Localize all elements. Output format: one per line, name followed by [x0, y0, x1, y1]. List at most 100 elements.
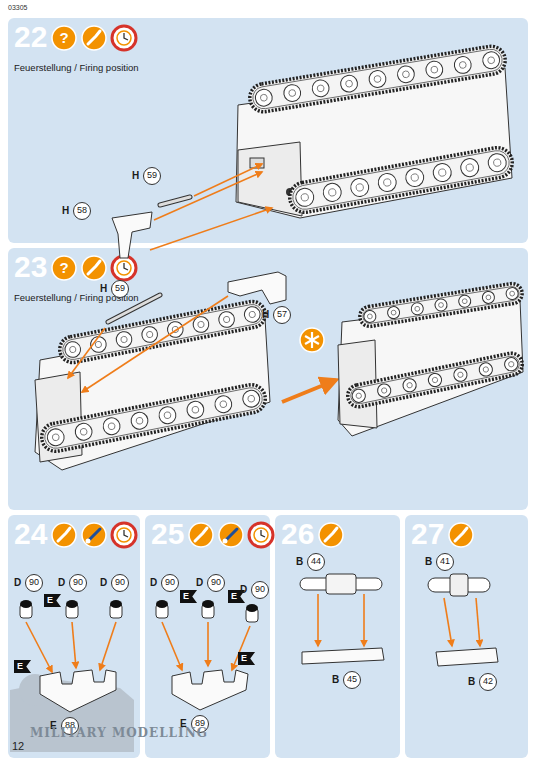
twin-cylinder-part	[450, 574, 468, 596]
glue-icon	[82, 256, 106, 280]
step-panel	[145, 515, 270, 758]
part-sprue-letter: D	[240, 584, 247, 596]
step-panel	[8, 515, 140, 758]
brush-icon	[219, 523, 243, 547]
brush-icon	[82, 523, 106, 547]
step-number: 26	[281, 517, 314, 551]
bar-part	[302, 648, 384, 664]
bracket-part	[40, 670, 116, 712]
callout-number: 59	[111, 280, 129, 298]
assembly-arrow	[100, 622, 116, 670]
callout-number: 42	[479, 673, 497, 691]
spade-part	[228, 272, 286, 304]
step-panel: 27	[405, 515, 528, 758]
clock-icon	[112, 256, 136, 280]
part-sprue-letter: D	[14, 577, 21, 589]
spade-part	[112, 212, 152, 258]
cylinder-part	[66, 600, 78, 618]
assembly-arrow	[207, 622, 209, 666]
part-sprue-letter: B	[332, 674, 339, 686]
clock-icon	[249, 523, 273, 547]
help-icon-mark: ?	[52, 256, 76, 280]
q-icon	[52, 26, 76, 50]
part-sprue-letter: B	[468, 676, 475, 688]
step-panel	[275, 515, 400, 758]
cylinder-part	[110, 600, 122, 618]
track	[248, 44, 508, 114]
part-sprue-letter: D	[58, 577, 65, 589]
help-icon-mark: ?	[52, 26, 76, 50]
track	[346, 351, 524, 409]
clock-icon	[112, 26, 136, 50]
callout-number: 90	[161, 574, 179, 592]
track	[58, 299, 268, 365]
part-sprue-letter: B	[425, 556, 432, 568]
assembly-arrow	[82, 296, 228, 392]
assembly-arrow	[476, 598, 480, 646]
asterisk-icon	[305, 336, 319, 344]
q-icon	[52, 256, 76, 280]
watermark: MILITARY MODELLING	[30, 726, 208, 740]
assembly-arrow	[317, 594, 319, 646]
callout-number: 41	[436, 553, 454, 571]
step-panel: 23Feuerstellung / Firing position	[8, 248, 528, 510]
clock-icon	[112, 523, 136, 547]
step-panel	[405, 515, 528, 758]
step-number: 27	[411, 517, 444, 551]
assembly-arrow	[154, 172, 262, 220]
cylinder-part	[156, 600, 168, 618]
glue-icon	[189, 523, 213, 547]
step-heading: Feuerstellung / Firing position	[14, 62, 522, 73]
bracket-part	[172, 670, 248, 710]
part-sprue-letter: H	[132, 170, 139, 182]
assembly-arrow	[282, 380, 336, 402]
callout-number: 58	[73, 202, 91, 220]
page-number: 12	[12, 740, 24, 752]
part-sprue-letter: B	[296, 556, 303, 568]
asterisk-icon	[300, 328, 324, 352]
track	[287, 145, 514, 215]
assembly-arrow	[194, 164, 262, 196]
part-sprue-letter: H	[100, 283, 107, 295]
assembly-arrow	[162, 622, 182, 670]
glue-icon	[319, 523, 343, 547]
mount-part	[436, 648, 498, 666]
article-number: 03305	[8, 4, 27, 11]
assembly-arrow	[68, 328, 105, 378]
part-sprue-letter: H	[262, 309, 269, 321]
rod-part	[160, 197, 190, 205]
glue-icon	[82, 26, 106, 50]
cylinder-part	[202, 600, 214, 618]
part-sprue-letter: D	[196, 577, 203, 589]
step-heading: Feuerstellung / Firing position	[14, 292, 522, 303]
step-panel	[8, 248, 528, 510]
assembly-arrow	[444, 598, 452, 646]
assembly-arrow	[150, 208, 272, 250]
step-number: 22	[14, 20, 47, 54]
part-sprue-letter: H	[62, 205, 69, 217]
callout-number: 90	[207, 574, 225, 592]
callout-number: 90	[111, 574, 129, 592]
part-sprue-letter: D	[100, 577, 107, 589]
rod-part	[160, 197, 190, 205]
callout-number: 90	[25, 574, 43, 592]
cylinder-part	[20, 600, 32, 618]
assembly-arrow	[363, 594, 365, 646]
callout-number: 44	[307, 553, 325, 571]
step-number: 23	[14, 250, 47, 284]
step-number: 24	[14, 517, 47, 551]
assembly-arrow	[72, 622, 76, 668]
step-panel: 26	[275, 515, 400, 758]
step-number: 25	[151, 517, 184, 551]
callout-number: 57	[273, 306, 291, 324]
glue-icon	[52, 523, 76, 547]
callout-number: 90	[251, 581, 269, 599]
rod-part	[326, 574, 356, 594]
cylinder-part	[246, 604, 258, 622]
assembly-arrow	[26, 622, 52, 672]
glue-icon	[449, 523, 473, 547]
part-sprue-letter: D	[150, 577, 157, 589]
asterisk-icon	[305, 336, 319, 344]
track	[358, 282, 523, 328]
